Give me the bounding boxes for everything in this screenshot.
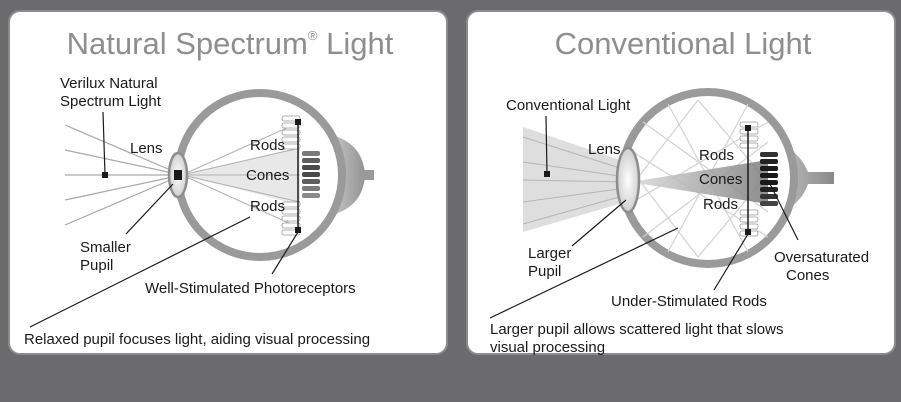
- pupil-label-line-2: Pupil: [80, 257, 113, 274]
- source-label-line-1: Verilux Natural: [60, 75, 158, 92]
- left-caption: Relaxed pupil focuses light, aiding visu…: [24, 331, 370, 348]
- under-rods-label: Under-Stimulated Rods: [611, 293, 767, 310]
- oversaturated-label-line-1: Oversaturated: [774, 249, 869, 266]
- photoreceptors-label: Well-Stimulated Photoreceptors: [145, 280, 356, 297]
- incoming-beam: [523, 127, 626, 232]
- lens-label: Lens: [130, 140, 163, 157]
- pupil-label-line-1: Smaller: [80, 239, 131, 256]
- rods-top-label: Rods: [699, 147, 734, 164]
- smaller-pupil-marker: [174, 170, 182, 180]
- optic-nerve-stalk: [360, 170, 374, 180]
- source-label: Conventional Light: [506, 97, 631, 114]
- photoreceptor-strip: [281, 115, 320, 236]
- natural-spectrum-panel: Natural Spectrum® Light: [8, 10, 448, 355]
- rods-top-label: Rods: [250, 137, 285, 154]
- conventional-eye-diagram: Conventional Light: [489, 26, 869, 356]
- panel-title: Conventional Light: [555, 26, 812, 61]
- panel-title: Natural Spectrum® Light: [67, 26, 394, 61]
- source-label-line-2: Spectrum Light: [60, 93, 162, 110]
- cones-label: Cones: [246, 167, 289, 184]
- pupil-label-line-1: Larger: [528, 245, 571, 262]
- right-caption-line-2: visual processing: [490, 339, 605, 356]
- focused-light-cone: [182, 147, 300, 205]
- right-caption-line-1: Larger pupil allows scattered light that…: [490, 321, 783, 338]
- natural-eye-diagram: Natural Spectrum® Light: [24, 26, 394, 348]
- incoming-rays: [522, 136, 627, 225]
- oversaturated-label-line-2: Cones: [786, 267, 829, 284]
- cones-label: Cones: [699, 171, 742, 188]
- lens-label: Lens: [588, 141, 621, 158]
- rods-bottom-label: Rods: [703, 196, 738, 213]
- focused-rays: [181, 121, 301, 229]
- lens: [615, 146, 641, 214]
- conventional-light-panel: Conventional Light: [466, 10, 896, 356]
- light-rays: [64, 124, 183, 226]
- pupil-label-line-2: Pupil: [528, 263, 561, 280]
- focused-beam: [630, 160, 768, 204]
- rods-bottom-label: Rods: [250, 198, 285, 215]
